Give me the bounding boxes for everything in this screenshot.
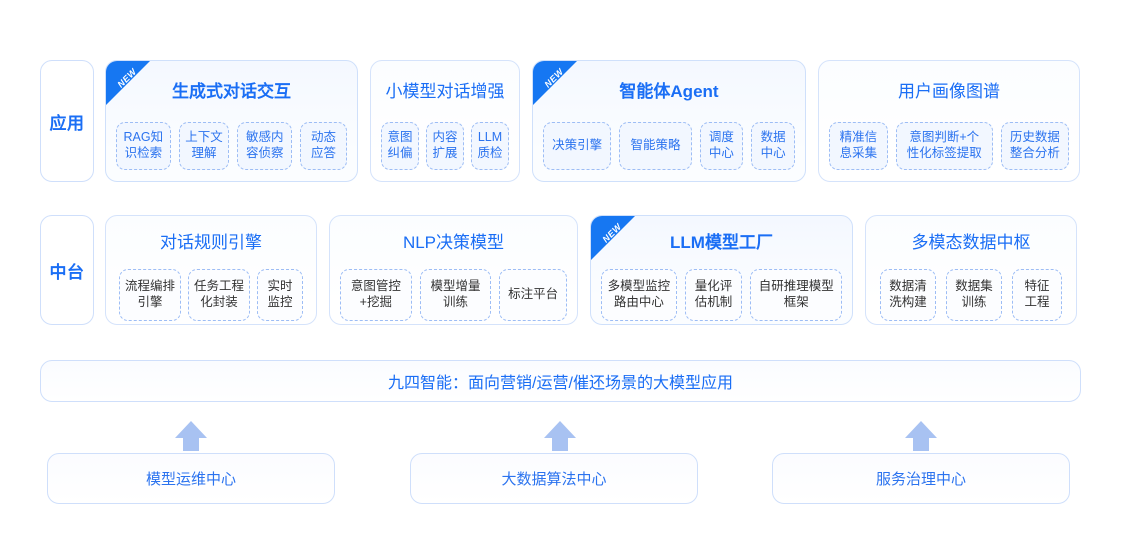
card-small-model-enhancement[interactable]: 小模型对话增强 意图 纠偏 内容 扩展 LLM 质检 [370,60,520,182]
foundation-box-bigdata-algorithm-center[interactable]: 大数据算法中心 [410,453,698,504]
card-nlp-decision-model[interactable]: NLP决策模型 意图管控 +挖掘 模型增量 训练 标注平台 [329,215,578,325]
chip-llm-quality-check[interactable]: LLM 质检 [471,122,509,170]
chip-incremental-model-training[interactable]: 模型增量 训练 [419,269,492,321]
card-title: LLM模型工厂 [670,233,773,252]
chip-rag-retrieval[interactable]: RAG知 识检索 [116,122,171,170]
chip-context-understanding[interactable]: 上下文 理解 [178,122,230,170]
card-title: 小模型对话增强 [385,82,505,101]
card-title: 生成式对话交互 [172,82,291,101]
card-multimodal-data-hub[interactable]: 多模态数据中枢 数据清 洗构建 数据集 训练 特征 工程 [865,215,1077,325]
foundation-box-model-ops-center[interactable]: 模型运维中心 [47,453,335,504]
chip-dynamic-response[interactable]: 动态 应答 [300,122,347,170]
chip-group: 意图 纠偏 内容 扩展 LLM 质检 [371,122,519,170]
chip-data-cleaning-construction[interactable]: 数据清 洗构建 [880,269,936,321]
chip-intent-control-mining[interactable]: 意图管控 +挖掘 [340,269,412,321]
chip-feature-engineering[interactable]: 特征 工程 [1012,269,1062,321]
chip-decision-engine[interactable]: 决策引擎 [543,122,612,170]
chip-group: 精准信 息采集 意图判断+个 性化标签提取 历史数据 整合分析 [819,122,1079,170]
chip-data-center[interactable]: 数据 中心 [751,122,795,170]
chip-sensitive-content-detection[interactable]: 敏感内 容侦察 [237,122,293,170]
chip-group: 意图管控 +挖掘 模型增量 训练 标注平台 [330,269,577,321]
arrow-up-icon [904,421,938,451]
tier-row-application: 应用 NEW 生成式对话交互 RAG知 识检索 上下文 理解 敏感内 容侦察 动… [40,60,1080,182]
card-llm-model-factory[interactable]: NEW LLM模型工厂 多模型监控 路由中心 量化评 估机制 自研推理模型 框架 [590,215,853,325]
arrow-up-icon [543,421,577,451]
platform-banner: 九四智能：面向营销/运营/催还场景的大模型应用 [40,360,1081,402]
card-agent[interactable]: NEW 智能体Agent 决策引擎 智能策略 调度 中心 数据 中心 [532,60,806,182]
card-title: 多模态数据中枢 [911,233,1031,252]
chip-group: 数据清 洗构建 数据集 训练 特征 工程 [866,269,1076,321]
chip-group: RAG知 识检索 上下文 理解 敏感内 容侦察 动态 应答 [106,122,357,170]
card-user-profile-graph[interactable]: 用户画像图谱 精准信 息采集 意图判断+个 性化标签提取 历史数据 整合分析 [818,60,1080,182]
chip-group: 决策引擎 智能策略 调度 中心 数据 中心 [533,122,805,170]
tier-label-application: 应用 [40,60,94,182]
chip-historical-data-analysis[interactable]: 历史数据 整合分析 [1000,122,1069,170]
chip-quantization-evaluation[interactable]: 量化评 估机制 [684,269,743,321]
chip-process-orchestration-engine[interactable]: 流程编排 引擎 [119,269,181,321]
chip-intent-and-tagging[interactable]: 意图判断+个 性化标签提取 [895,122,993,170]
chip-realtime-monitoring[interactable]: 实时 监控 [257,269,303,321]
chip-self-developed-inference-framework[interactable]: 自研推理模型 框架 [750,269,842,321]
foundation-box-service-governance-center[interactable]: 服务治理中心 [772,453,1070,504]
card-title: 对话规则引擎 [160,233,262,252]
chip-group: 多模型监控 路由中心 量化评 估机制 自研推理模型 框架 [591,269,852,321]
chip-group: 流程编排 引擎 任务工程 化封装 实时 监控 [106,269,316,321]
card-title: NLP决策模型 [402,233,505,252]
tier-label-middle-platform: 中台 [40,215,94,325]
tier-row-middle-platform: 中台 对话规则引擎 流程编排 引擎 任务工程 化封装 实时 监控 NLP决策模型… [40,215,1077,325]
chip-dataset-training[interactable]: 数据集 训练 [946,269,1002,321]
chip-scheduling-center[interactable]: 调度 中心 [699,122,744,170]
card-generative-dialogue[interactable]: NEW 生成式对话交互 RAG知 识检索 上下文 理解 敏感内 容侦察 动态 应… [105,60,358,182]
card-title: 用户画像图谱 [898,82,1000,101]
chip-intent-correction[interactable]: 意图 纠偏 [381,122,419,170]
arrow-up-icon [174,421,208,451]
chip-content-expansion[interactable]: 内容 扩展 [426,122,464,170]
chip-annotation-platform[interactable]: 标注平台 [499,269,567,321]
chip-multi-model-monitoring-routing[interactable]: 多模型监控 路由中心 [601,269,677,321]
card-dialogue-rule-engine[interactable]: 对话规则引擎 流程编排 引擎 任务工程 化封装 实时 监控 [105,215,317,325]
chip-precise-info-collection[interactable]: 精准信 息采集 [829,122,888,170]
chip-task-engineering-encapsulation[interactable]: 任务工程 化封装 [188,269,250,321]
card-title: 智能体Agent [619,82,719,101]
chip-smart-strategy[interactable]: 智能策略 [619,122,692,170]
